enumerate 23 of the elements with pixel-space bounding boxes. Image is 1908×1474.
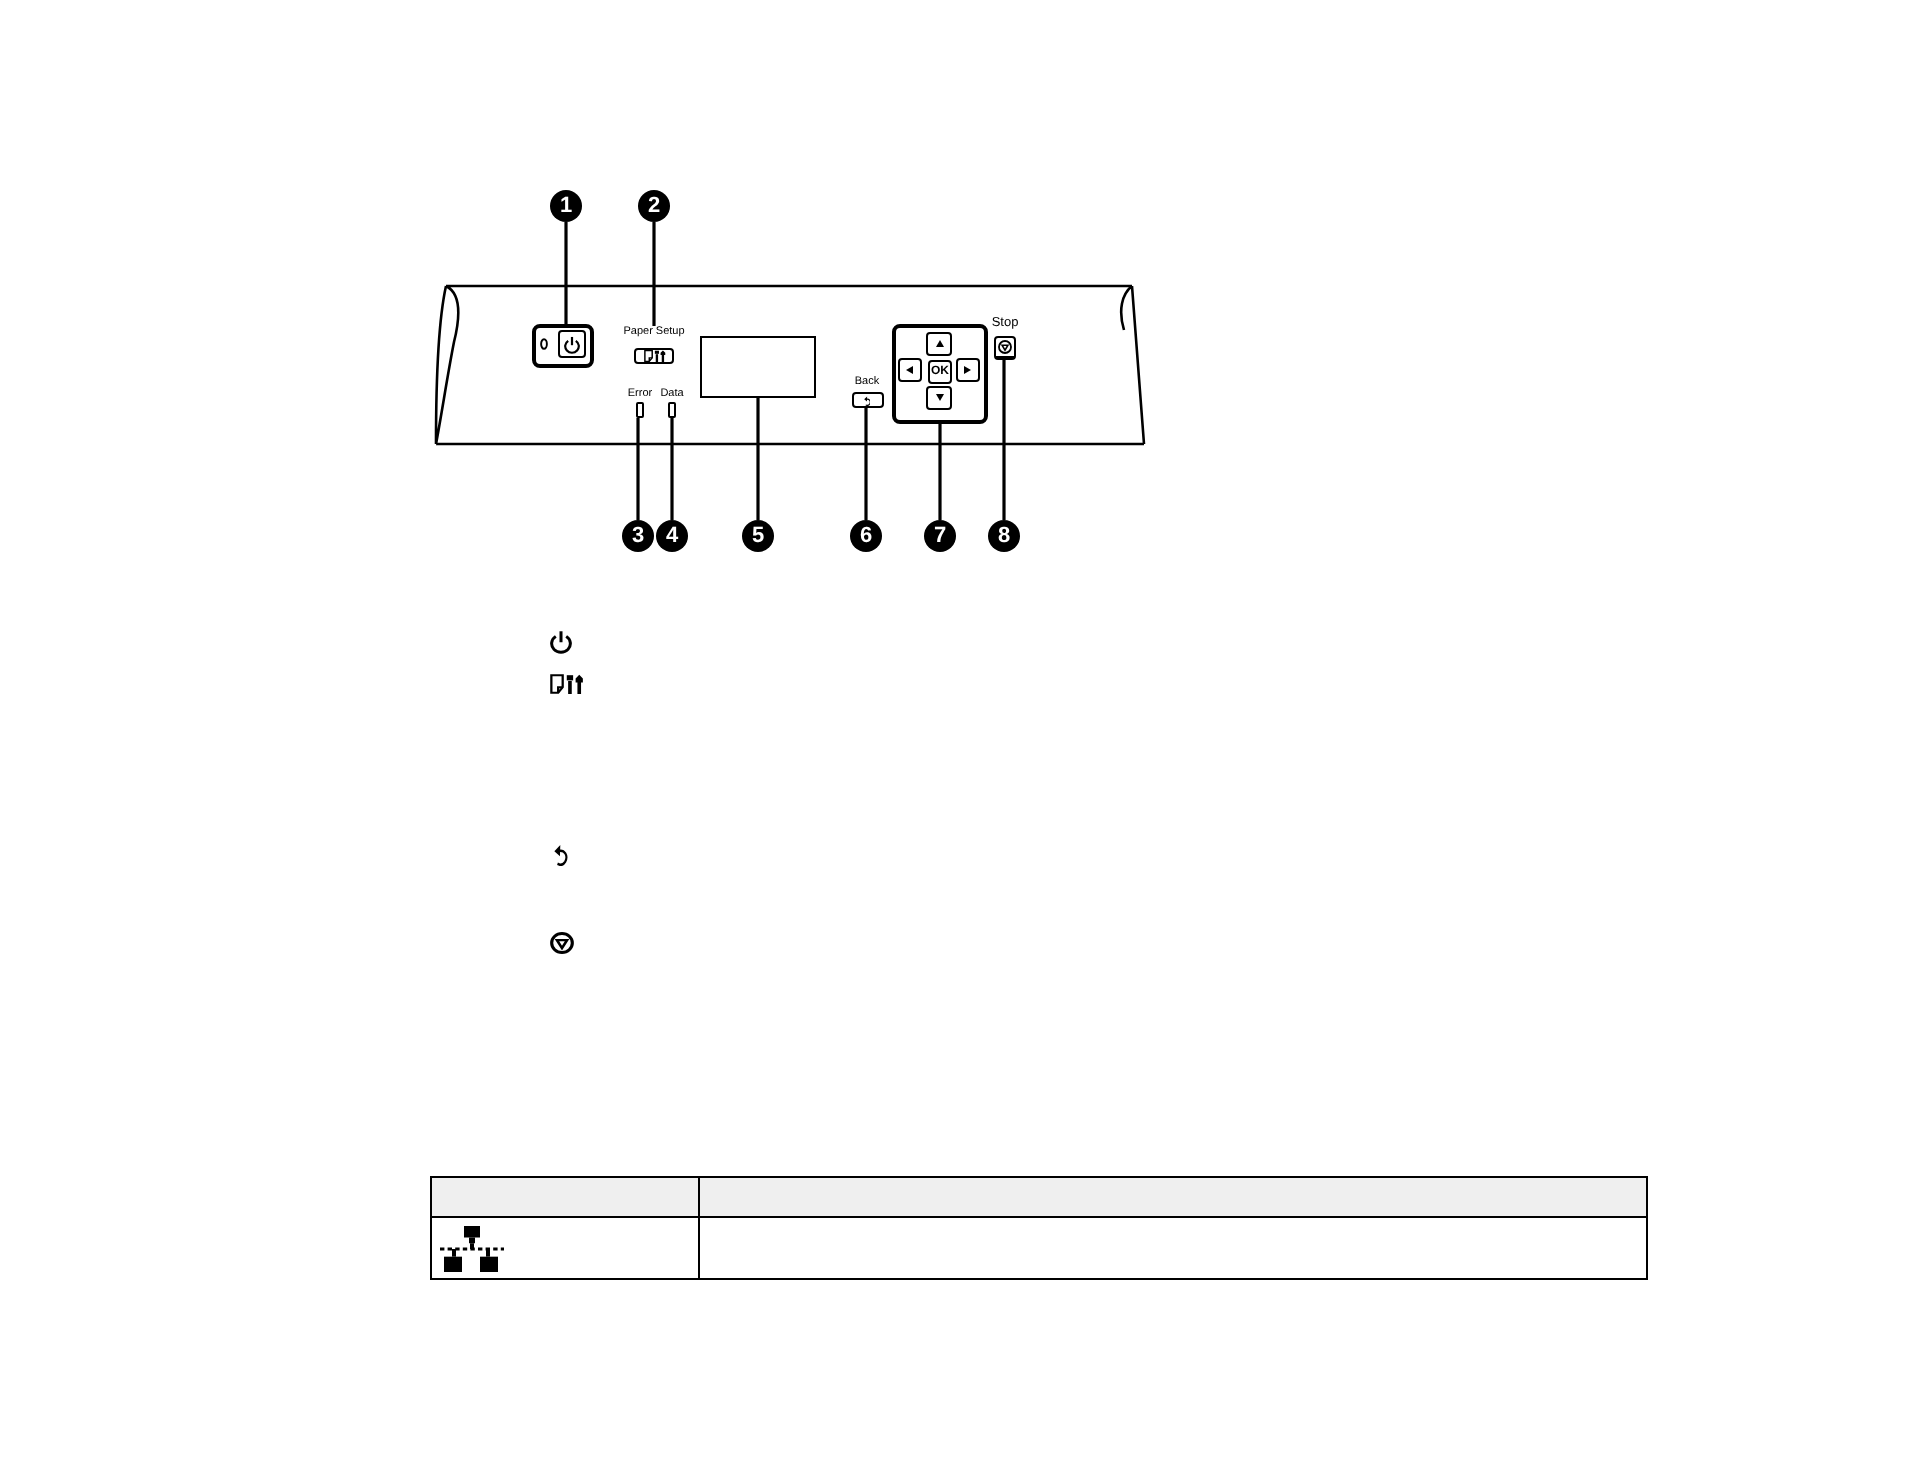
right-button — [956, 358, 980, 382]
left-button — [898, 358, 922, 382]
callout-number: 3 — [622, 520, 654, 552]
callout-number: 7 — [924, 520, 956, 552]
leader-line — [564, 222, 568, 324]
callout-number: 1 — [550, 190, 582, 222]
callout-number: 6 — [850, 520, 882, 552]
down-button — [926, 386, 952, 410]
leader-line — [756, 398, 760, 520]
leader-line — [670, 418, 674, 520]
leader-line — [636, 418, 640, 520]
leader-line — [938, 424, 942, 520]
callout-number: 2 — [638, 190, 670, 222]
lcd-screen — [700, 336, 816, 398]
arrow-pad — [892, 324, 988, 424]
power-button-frame — [532, 324, 594, 368]
callout-number: 8 — [988, 520, 1020, 552]
callout-number: 5 — [742, 520, 774, 552]
up-button — [926, 332, 952, 356]
leader-line — [864, 408, 868, 520]
callout-number: 4 — [656, 520, 688, 552]
leader-line — [1002, 360, 1006, 520]
leader-line — [652, 222, 656, 326]
